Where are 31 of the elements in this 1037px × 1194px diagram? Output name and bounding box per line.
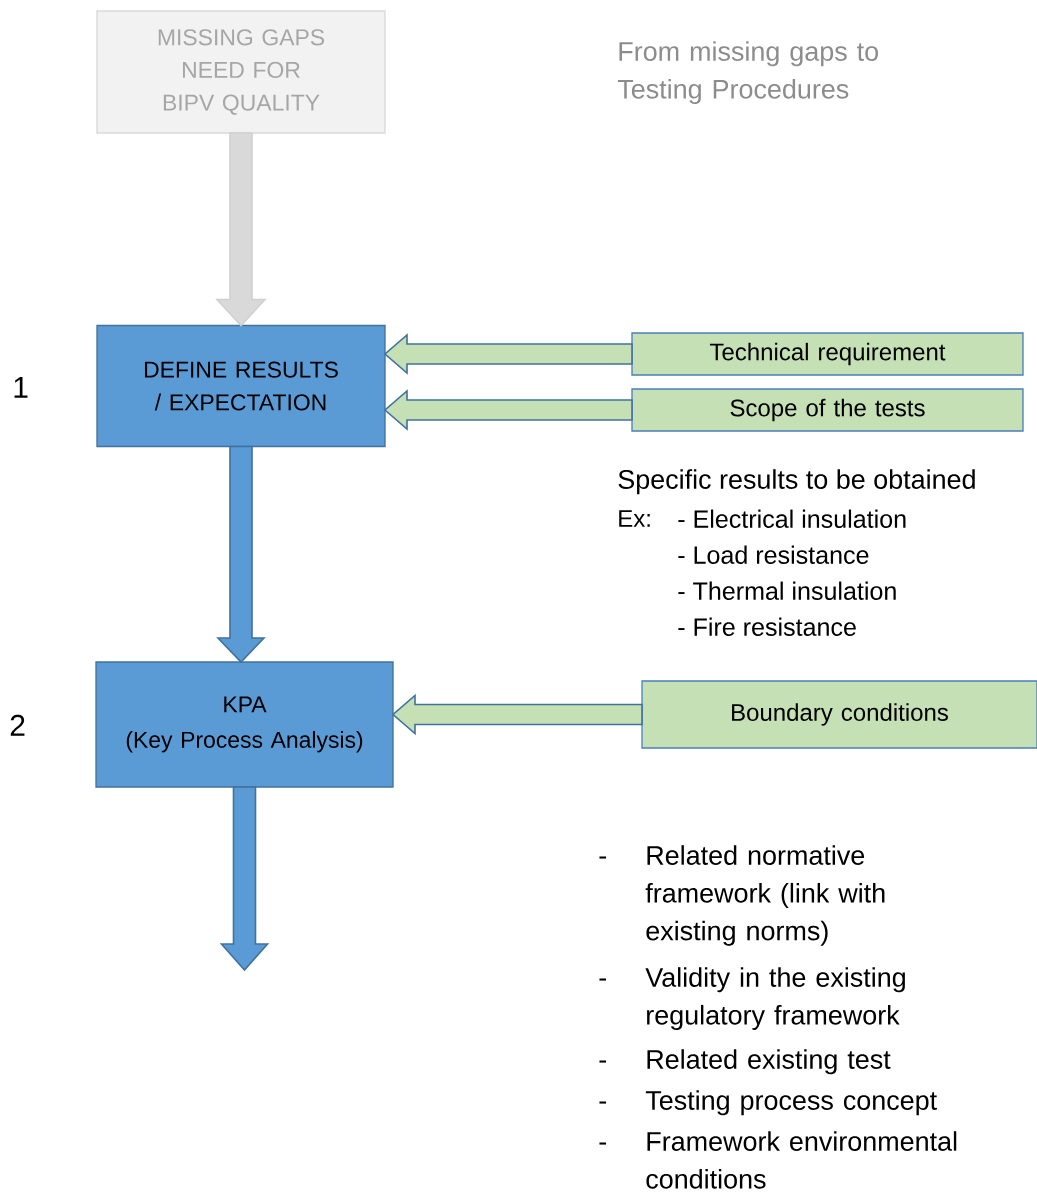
note-text: Related existing test: [647, 1049, 891, 1075]
note-text: - Load resistance: [678, 545, 869, 564]
note-text: Framework environmental conditions: [646, 1131, 957, 1189]
block-arrow: [383, 333, 633, 375]
note-text: Specific results to be obtained: [618, 469, 975, 495]
bullet-dash: -: [599, 1142, 607, 1145]
input-box: Scope of the tests: [631, 388, 1024, 432]
note-text: - Thermal insulation: [678, 581, 896, 600]
note-text: Validity in the existing regulatory framework: [645, 967, 905, 1030]
block-arrow: [391, 693, 643, 736]
note-text: Related normative framework (link with existing norms): [645, 845, 885, 946]
bullet-dash: -: [599, 1060, 607, 1063]
block-arrow: [219, 786, 270, 972]
bullet-dash: -: [599, 856, 607, 859]
step-number: 2: [10, 714, 25, 736]
heading-text: From missing gaps to Testing Procedures: [617, 41, 878, 104]
bullet-dash: -: [599, 1101, 607, 1104]
note-text: Testing process concept: [645, 1090, 937, 1116]
block-arrow: [383, 389, 633, 431]
process-box: DEFINE RESULTS / EXPECTATION: [96, 324, 386, 448]
bullet-dash: -: [599, 978, 607, 981]
step-number: 1: [14, 377, 28, 398]
note-text: Ex:: [619, 510, 650, 527]
note-text: - Electrical insulation: [678, 509, 906, 528]
note-text: - Fire resistance: [678, 617, 856, 636]
process-box: KPA (Key Process Analysis): [95, 661, 394, 788]
block-arrow: [215, 132, 267, 327]
process-box: MISSING GAPS NEED FOR BIPV QUALITY: [96, 10, 386, 134]
input-box: Technical requirement: [631, 332, 1024, 376]
block-arrow: [216, 445, 266, 664]
input-box: Boundary conditions: [641, 680, 1037, 749]
